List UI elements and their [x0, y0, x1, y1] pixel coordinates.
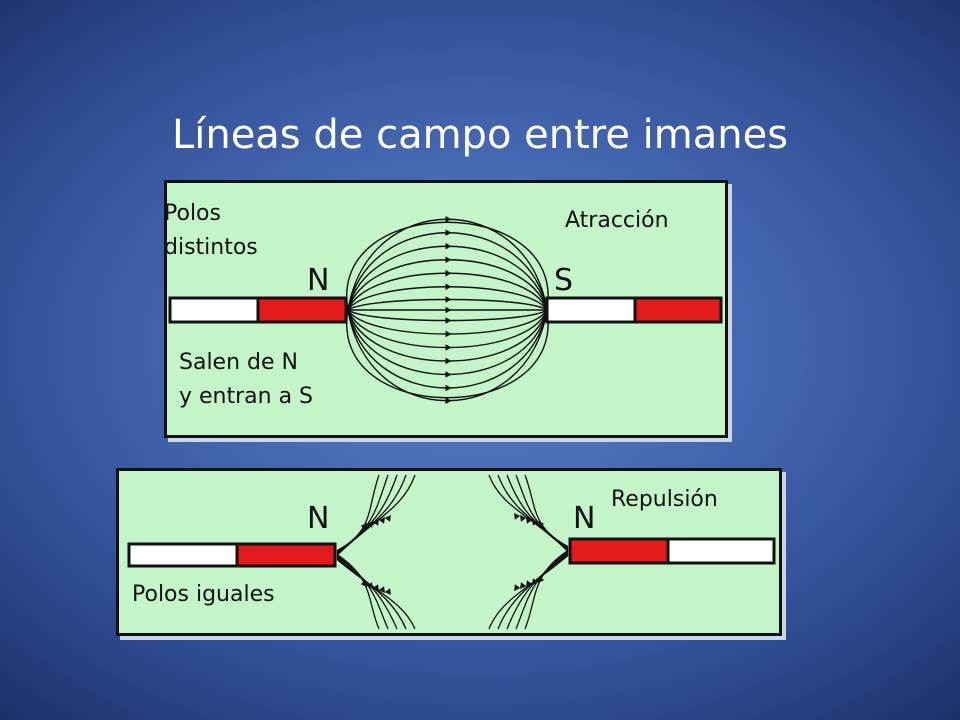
field-arrow — [445, 242, 452, 250]
field-arrow — [520, 582, 527, 589]
field-line — [347, 309, 548, 349]
field-arrow — [445, 397, 452, 405]
right-magnet-north-pole — [568, 537, 670, 565]
right-magnet-red-half — [633, 296, 723, 324]
field-direction-note: Salen de N y entran a S — [179, 346, 313, 414]
field-arrow — [520, 515, 527, 522]
field-arrow — [445, 357, 452, 365]
field-line — [346, 309, 549, 399]
field-line — [347, 272, 548, 311]
field-arrow — [514, 584, 521, 591]
field-line — [515, 474, 569, 549]
case-label: Polos distintos — [164, 197, 258, 265]
field-arrow — [526, 517, 533, 524]
field-arrow — [445, 306, 452, 314]
field-line — [346, 221, 549, 311]
effect-label-attraction: Atracción — [565, 208, 669, 233]
field-line — [336, 555, 389, 630]
field-line — [336, 474, 398, 554]
pole-label-n-left: N — [307, 501, 330, 536]
field-line — [336, 554, 380, 630]
right-magnet-south-pole — [545, 296, 637, 324]
slide-title: Líneas de campo entre imanes — [171, 112, 789, 158]
pole-label-n: N — [307, 263, 330, 298]
field-arrow — [445, 317, 452, 324]
left-magnet-white-half — [127, 542, 239, 568]
field-line — [524, 474, 569, 548]
field-arrow — [514, 513, 521, 520]
field-line — [336, 474, 389, 553]
field-arrow — [378, 517, 385, 524]
repulsion-diagram-panel: Repulsión N N Polos iguales — [116, 468, 782, 636]
field-line — [515, 551, 569, 630]
field-arrow — [366, 521, 373, 528]
field-line — [336, 557, 407, 630]
field-arrow — [532, 578, 539, 585]
field-arrow — [538, 521, 545, 528]
field-arrow — [378, 586, 385, 593]
field-line — [497, 474, 569, 551]
field-arrow — [445, 229, 452, 237]
field-line — [506, 552, 569, 630]
field-line — [497, 553, 569, 630]
field-arrow — [372, 584, 379, 591]
field-arrow — [445, 256, 452, 264]
left-magnet-north-pole — [235, 542, 337, 568]
attraction-diagram-panel: Polos distintos Atracción N S Salen de N… — [164, 180, 728, 438]
field-arrow — [445, 344, 452, 351]
field-arrow — [538, 576, 545, 583]
repulsion-field-diagram — [127, 474, 776, 630]
pole-label-s: S — [554, 263, 574, 298]
field-line — [488, 474, 569, 552]
field-arrow — [526, 580, 533, 587]
field-line — [506, 474, 569, 550]
field-arrow — [445, 371, 452, 378]
field-arrow — [384, 515, 391, 522]
field-line — [336, 556, 398, 630]
repulsion-field-lines — [336, 474, 569, 630]
case-label-line1: Polos — [164, 201, 221, 226]
case-label-line2: distintos — [164, 235, 258, 260]
field-line — [524, 550, 569, 630]
field-arrow — [360, 580, 367, 587]
field-arrow — [445, 296, 452, 303]
left-magnet-north-pole — [256, 296, 348, 324]
field-arrow — [445, 330, 452, 338]
right-magnet-white-half — [666, 537, 776, 565]
field-line — [488, 554, 569, 630]
field-line — [336, 474, 416, 556]
field-line — [336, 474, 407, 555]
field-arrow — [532, 519, 539, 526]
field-arrow — [445, 269, 452, 277]
field-arrow — [384, 588, 391, 595]
field-arrow — [360, 523, 367, 530]
case-label-same-poles: Polos iguales — [132, 582, 275, 607]
effect-label-repulsion: Repulsión — [611, 487, 718, 512]
field-arrow — [366, 582, 373, 589]
attraction-field-arrows — [445, 215, 452, 405]
field-arrow — [445, 384, 452, 392]
field-arrow — [445, 215, 452, 223]
note-line1: Salen de N — [179, 350, 298, 375]
left-magnet-white-half — [168, 296, 260, 324]
field-arrow — [372, 519, 379, 526]
field-arrow — [445, 283, 452, 291]
field-line — [336, 474, 380, 552]
field-line — [336, 558, 416, 630]
repulsion-field-arrows — [360, 513, 545, 595]
note-line2: y entran a S — [179, 384, 314, 409]
pole-label-n-right: N — [573, 501, 596, 536]
attraction-field-diagram — [168, 215, 723, 405]
